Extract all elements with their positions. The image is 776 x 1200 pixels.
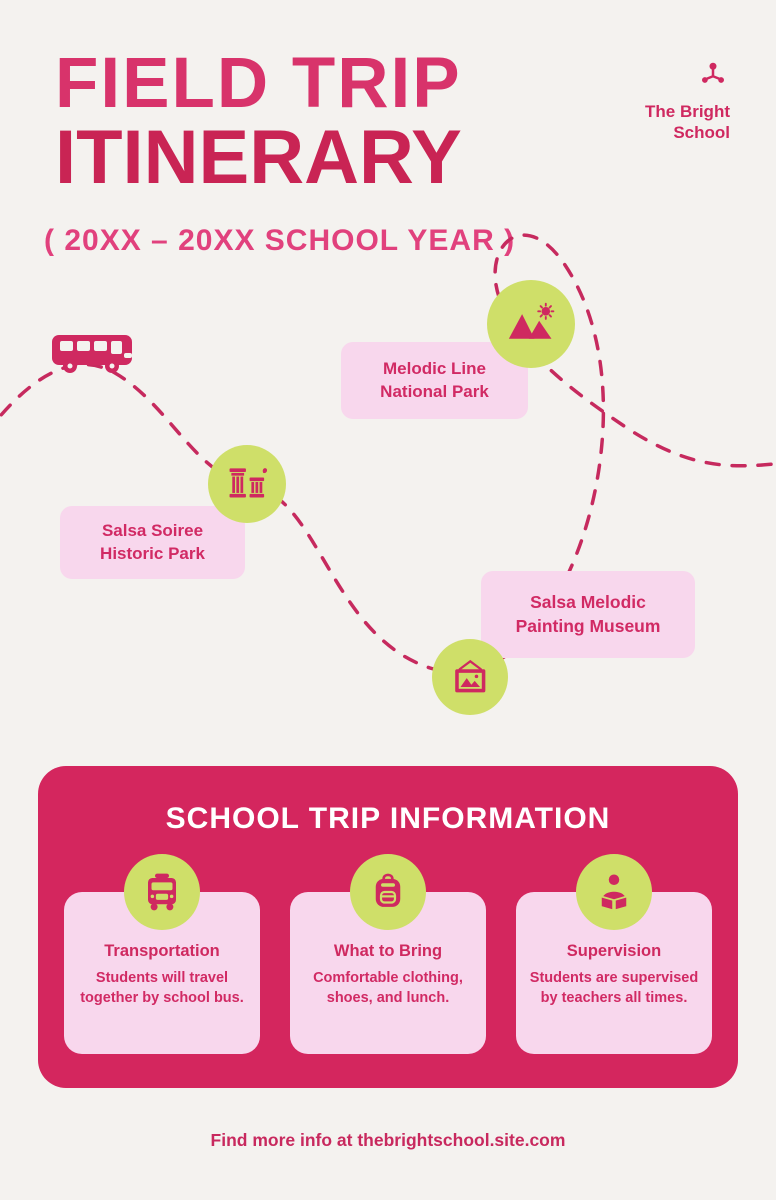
footer-info: Find more info at thebrightschool.site.c… (0, 1130, 776, 1151)
brand-name: The Bright School (645, 102, 730, 143)
stop-label: Salsa Melodic Painting Museum (515, 591, 661, 636)
info-column-what-to-bring: What to Bring Comfortable clothing, shoe… (290, 854, 486, 1054)
info-card-body: Students are supervised by teachers all … (529, 970, 699, 1007)
info-card-title: Supervision (566, 942, 662, 960)
info-card-what-to-bring: What to Bring Comfortable clothing, shoe… (290, 892, 486, 1054)
stop-card-national-park: Melodic Line National Park (341, 342, 528, 419)
footer-text: Find more info at (210, 1130, 358, 1150)
stop-marker-painting-museum (432, 639, 508, 715)
route-dashed-path (0, 233, 776, 674)
info-card-title: Transportation (104, 942, 220, 960)
info-column-supervision: Supervision Students are supervised by t… (516, 854, 712, 1054)
stop-card-historic-park: Salsa Soiree Historic Park (60, 506, 245, 579)
info-panel-title: SCHOOL TRIP INFORMATION (165, 802, 611, 835)
stop-card-painting-museum: Salsa Melodic Painting Museum (481, 571, 695, 658)
stop-marker-national-park (487, 280, 575, 368)
school-trip-information-panel: SCHOOL TRIP INFORMATION (38, 766, 738, 1088)
title-line-1: FIELD TRIP (55, 44, 462, 123)
framed-painting-icon (454, 659, 486, 693)
brand-block: The Bright School (645, 60, 730, 144)
info-card-body: Comfortable clothing, shoes, and lunch. (313, 970, 463, 1007)
ruins-column-icon (229, 468, 268, 498)
page-title: FIELD TRIP ITINERARY (55, 44, 462, 201)
stop-marker-historic-park (208, 445, 286, 523)
title-line-2: ITINERARY (55, 115, 462, 201)
info-card-title: What to Bring (333, 942, 443, 960)
backpack-icon (350, 854, 426, 930)
mountain-sun-icon (509, 303, 555, 340)
school-bus-side-icon (50, 325, 140, 381)
info-column-transportation: Transportation Students will travel toge… (64, 854, 260, 1054)
school-year-subtitle: ( 20XX – 20XX SCHOOL YEAR ) (44, 224, 516, 257)
info-card-body: Students will travel together by school … (80, 970, 244, 1007)
stop-label: Salsa Soiree Historic Park (100, 520, 205, 563)
brand-logo-icon (698, 60, 728, 88)
footer-link: thebrightschool.site.com (357, 1130, 566, 1150)
stop-label: Melodic Line National Park (380, 358, 489, 401)
info-columns: Transportation Students will travel toge… (38, 854, 738, 1054)
school-bus-front-icon (124, 854, 200, 930)
supervision-icon (576, 854, 652, 930)
